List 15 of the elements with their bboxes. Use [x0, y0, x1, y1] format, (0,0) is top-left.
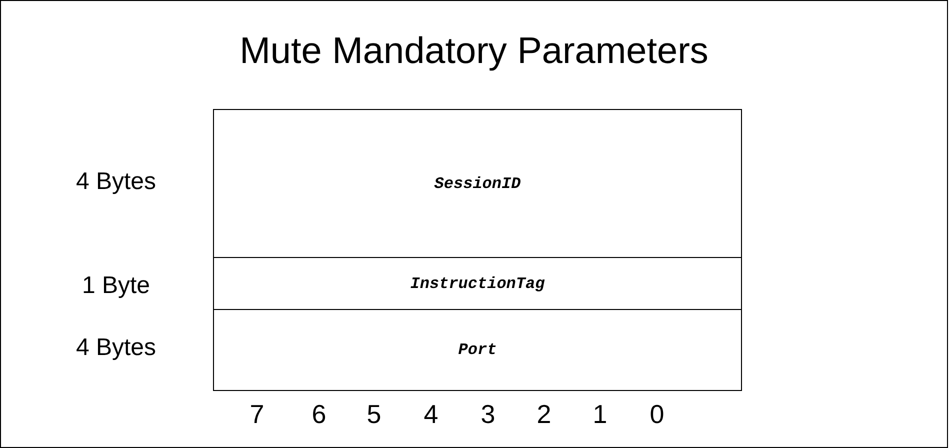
byte-size-label: 1 Byte — [80, 272, 152, 300]
bit-number: 4 — [422, 399, 440, 429]
byte-size-label: 4 Bytes — [74, 168, 158, 196]
field-name: SessionID — [434, 174, 521, 192]
bit-number: 6 — [310, 399, 328, 429]
bit-number: 5 — [366, 399, 382, 429]
byte-size-label: 4 Bytes — [74, 334, 158, 362]
bit-number: 3 — [480, 399, 496, 429]
bit-number: 1 — [592, 399, 608, 429]
bit-number: 0 — [648, 399, 666, 429]
bit-number: 7 — [248, 399, 266, 429]
field-name: InstructionTag — [410, 274, 545, 292]
bit-number: 2 — [536, 399, 552, 429]
diagram-title: Mute Mandatory Parameters — [238, 29, 710, 73]
field-name: Port — [458, 341, 497, 359]
